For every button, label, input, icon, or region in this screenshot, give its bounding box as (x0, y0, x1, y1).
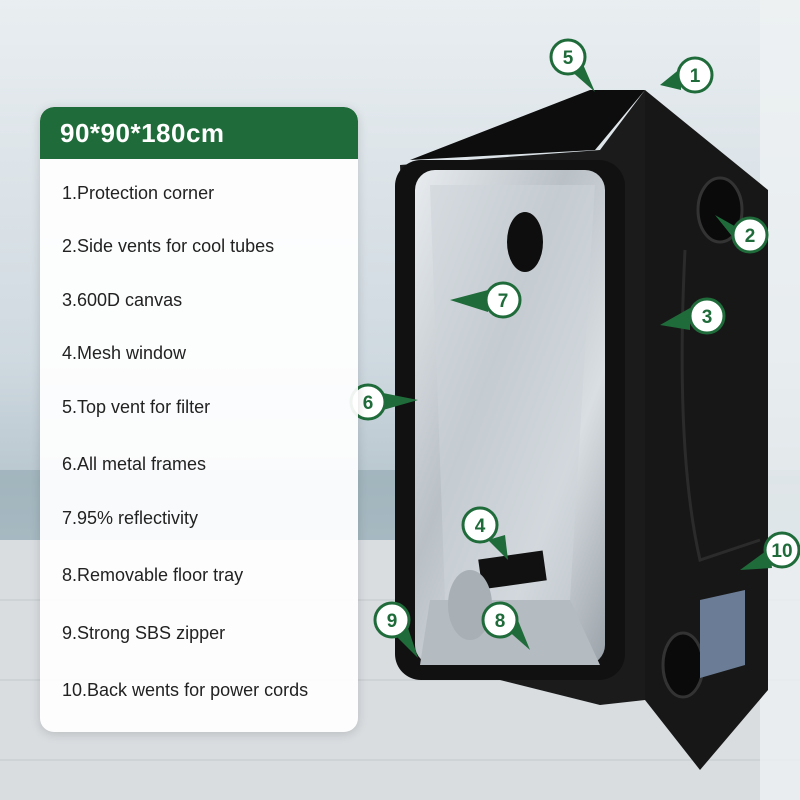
callout-number: 5 (563, 48, 574, 69)
feature-item: 2.Side vents for cool tubes (62, 236, 275, 256)
callout-number: 4 (475, 516, 486, 537)
callout-8: 8 (481, 601, 519, 639)
callout-4: 4 (461, 506, 499, 544)
callout-number: 6 (363, 393, 374, 414)
feature-item: 6.All metal frames (62, 454, 207, 474)
feature-item: 9.Strong SBS zipper (62, 623, 226, 643)
callout-pointer (450, 290, 488, 312)
callout-number: 3 (702, 307, 713, 328)
callout-5: 5 (549, 38, 587, 76)
feature-item: 8.Removable floor tray (62, 565, 244, 585)
callout-number: 10 (771, 541, 792, 562)
callout-7: 7 (484, 281, 522, 319)
callout-number: 9 (387, 611, 398, 632)
feature-item: 7.95% reflectivity (62, 508, 199, 528)
size-title: 90*90*180cm (60, 118, 225, 148)
callout-1: 1 (676, 56, 714, 94)
callout-pointer (488, 535, 508, 560)
feature-item: 10.Back wents for power cords (62, 680, 309, 700)
card-header: 90*90*180cm (40, 107, 358, 159)
callout-pointer (660, 308, 690, 330)
callout-number: 1 (690, 66, 701, 87)
callout-number: 8 (495, 611, 506, 632)
callout-10: 10 (763, 531, 800, 569)
callout-9: 9 (373, 601, 411, 639)
callout-3: 3 (688, 297, 726, 335)
feature-item: 1.Protection corner (62, 183, 215, 203)
feature-item: 4.Mesh window (62, 343, 187, 363)
feature-item: 3.600D canvas (62, 290, 183, 310)
feature-item: 5.Top vent for filter (62, 397, 211, 417)
callout-pointer (383, 393, 418, 410)
callout-2: 2 (731, 216, 769, 254)
callout-pointer (660, 68, 681, 90)
feature-card: 90*90*180cm 1.Protection corner 2.Side v… (40, 107, 358, 732)
callout-number: 2 (745, 226, 756, 247)
callout-number: 7 (498, 291, 509, 312)
